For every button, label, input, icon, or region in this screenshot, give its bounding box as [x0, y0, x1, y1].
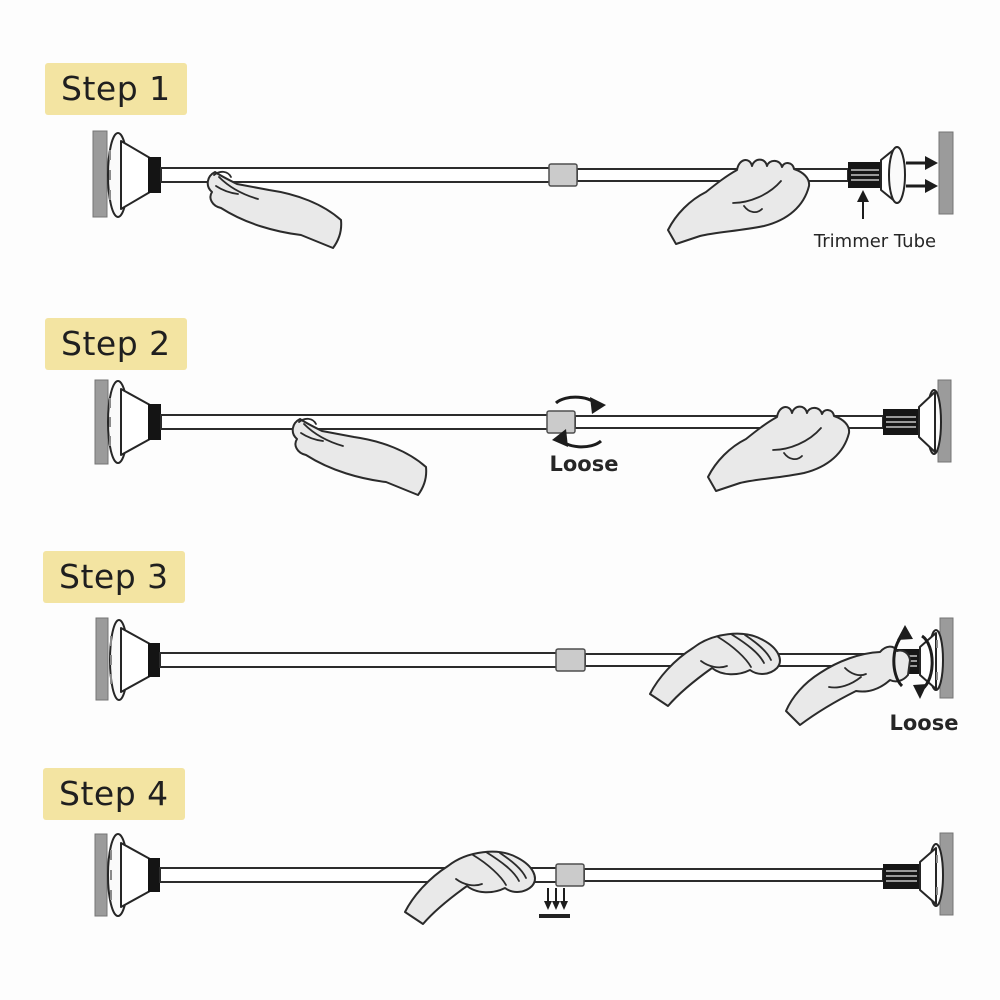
step-3-diagram	[95, 617, 954, 726]
right-suction-cap	[918, 389, 942, 455]
left-suction-cap	[109, 619, 160, 701]
step-2-badge: Step 2	[45, 318, 187, 371]
left-suction-cap	[107, 833, 160, 917]
left-wall	[94, 379, 109, 465]
rod-thick-section	[160, 414, 550, 430]
left-wall	[94, 833, 108, 917]
loose-label-step2: Loose	[549, 452, 619, 476]
step-1-badge: Step 1	[45, 63, 187, 116]
pointer-arrow-icon	[857, 190, 869, 219]
press-down-icon	[539, 888, 570, 918]
adjuster-sleeve	[555, 863, 585, 887]
left-wall	[95, 617, 109, 701]
step-3-badge: Step 3	[43, 551, 185, 604]
hand-icon	[291, 417, 428, 496]
hand-icon	[785, 645, 911, 726]
left-suction-cap	[107, 132, 161, 218]
trimmer-tube	[883, 864, 920, 889]
step-1-diagram	[92, 130, 954, 249]
hand-icon	[206, 170, 343, 249]
adjuster-sleeve	[548, 163, 578, 187]
left-suction-cap	[107, 380, 161, 464]
hand-icon	[667, 158, 811, 245]
hand-icon	[404, 850, 536, 925]
hand-icon	[649, 632, 781, 707]
rotate-arrow-icon	[552, 395, 606, 449]
trimmer-tube	[848, 162, 881, 188]
adjuster-sleeve	[546, 410, 576, 434]
step-2-diagram	[94, 379, 952, 496]
rod-thin-section	[583, 868, 884, 882]
right-wall	[938, 131, 954, 215]
hand-icon	[707, 405, 851, 492]
push-arrow-icon	[906, 156, 938, 193]
right-suction-cap	[880, 146, 906, 204]
step-4-diagram	[94, 832, 954, 925]
loose-label-step3: Loose	[889, 711, 959, 735]
left-wall	[92, 130, 108, 218]
right-suction-cap	[919, 843, 944, 907]
adjuster-sleeve	[555, 648, 586, 672]
trimmer-tube	[883, 409, 919, 435]
rod-thick-section	[159, 652, 559, 668]
rotate-arrow-icon	[892, 625, 934, 699]
trimmer-tube-label: Trimmer Tube	[813, 231, 937, 252]
step-4-badge: Step 4	[43, 768, 185, 821]
